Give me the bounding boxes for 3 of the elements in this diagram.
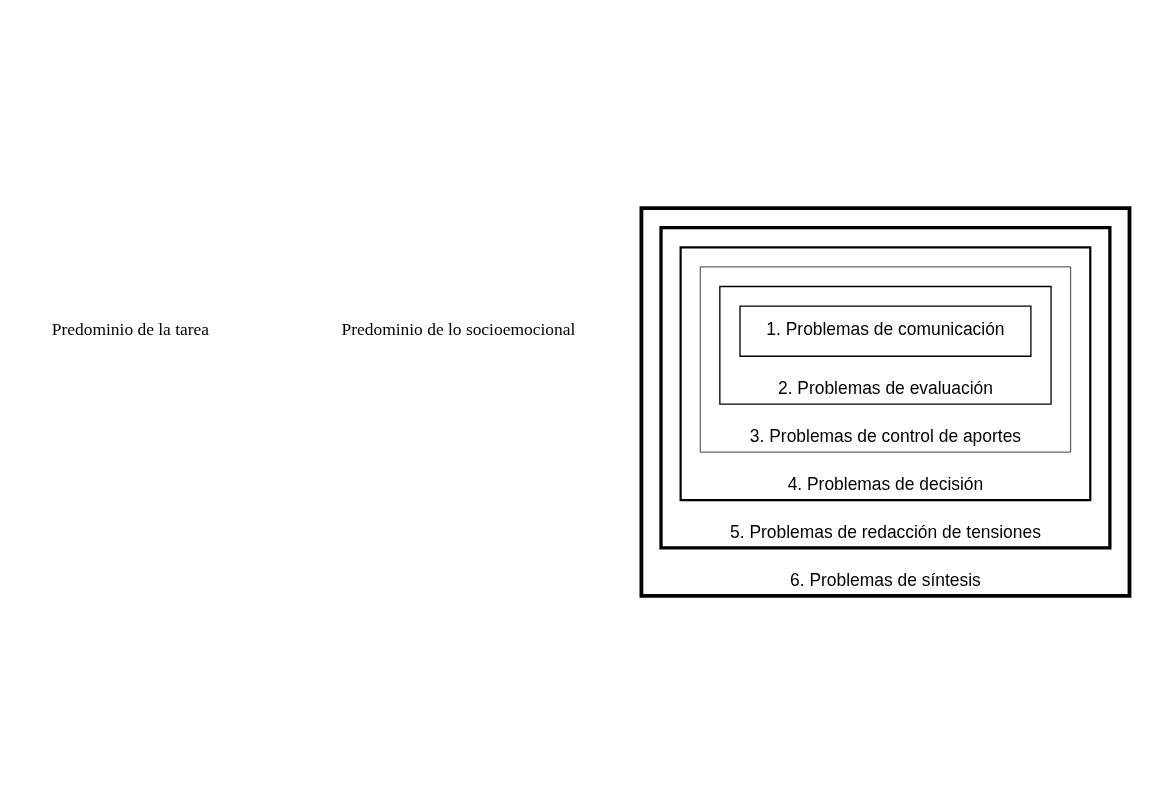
node-box: 1. Problemas de comunicación (739, 305, 1032, 357)
label: Predominio de la tarea (51, 319, 210, 340)
label: Predominio de lo socioemocional (341, 319, 576, 340)
